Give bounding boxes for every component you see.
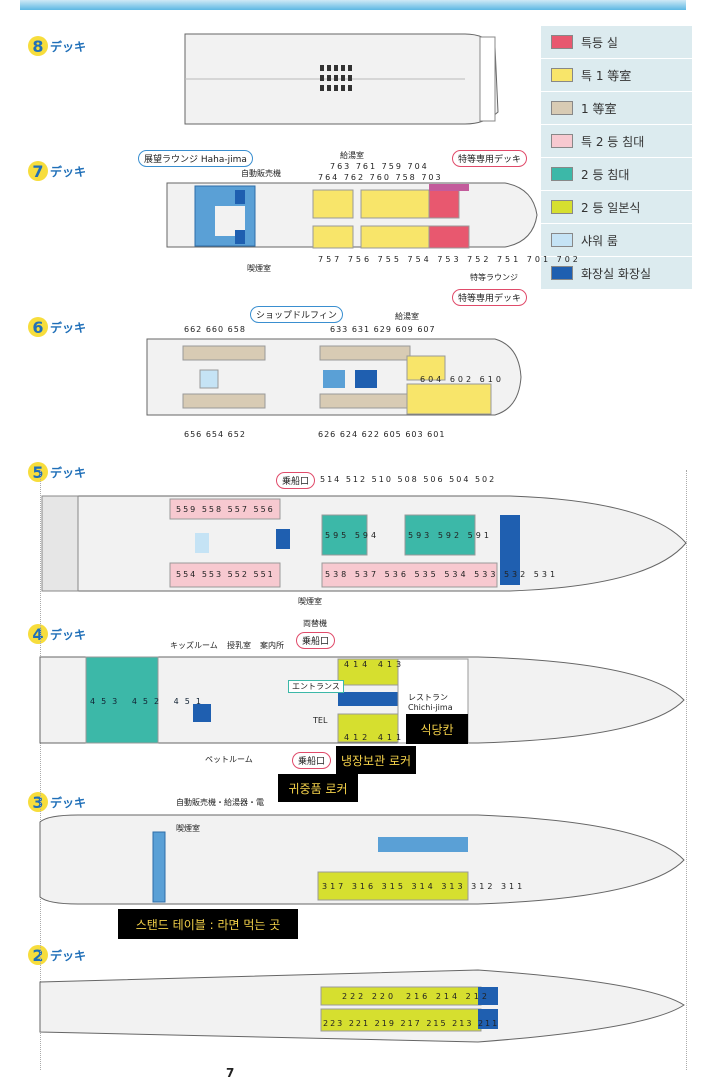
entrance-label: エントランス	[288, 680, 344, 693]
deck4-teal-rooms: 453 452 451	[90, 697, 207, 706]
vending-label: 自動販売機	[241, 169, 281, 178]
special-lounge-label: 特等ラウンジ	[470, 273, 518, 282]
smoking-label: 喫煙室	[247, 264, 271, 273]
kids-label: キッズルーム	[170, 641, 218, 650]
deck7-top-rooms: 763 761 759 704	[330, 162, 429, 171]
page-mark: 7	[226, 1066, 235, 1080]
deck-6-plan	[146, 338, 522, 416]
valuables-locker-label: 귀중품 로커	[278, 774, 358, 802]
legend-item: 1 等室	[541, 92, 692, 125]
lounge-label: 展望ラウンジ Haha-jima	[138, 150, 253, 167]
smoking-3-label: 喫煙室	[176, 824, 200, 833]
deck2-bottom-rooms: 223 221 219 217 215 213 211	[323, 1019, 500, 1028]
deck5-pink-top: 559 558 557 556	[176, 505, 275, 514]
deck-2-plan	[39, 969, 685, 1043]
deck4-rooms-bottom: 412 411	[344, 733, 406, 742]
restaurant-label: レストラン	[408, 693, 448, 702]
deck-4-plan	[39, 656, 685, 744]
guide-line	[686, 470, 687, 1070]
deck6-top-rooms-2: 633 631 629 609 607	[330, 325, 436, 334]
deck4-rooms-top: 414 413	[344, 660, 406, 669]
legend-item: 특 1 等室	[541, 59, 692, 92]
legend-item: 샤워 룸	[541, 224, 692, 257]
legend-swatch	[551, 200, 573, 214]
nursing-label: 授乳室	[227, 641, 251, 650]
deck-5-plan	[41, 495, 687, 592]
deck5-teal-2: 593 592 591	[408, 531, 492, 540]
deck6-inner-rooms: 604 602 610	[420, 375, 504, 384]
info-label: 案内所	[260, 641, 284, 650]
legend-item: 특 2 등 침대	[541, 125, 692, 158]
special-deck-label: 特等専用デッキ	[452, 150, 528, 167]
legend-item: 2 등 일본식	[541, 191, 692, 224]
shop-label: ショップドルフィン	[250, 306, 343, 323]
legend-swatch	[551, 167, 573, 181]
legend-swatch	[551, 134, 573, 148]
deck6-top-rooms: 662 660 658	[184, 325, 246, 334]
deck7-bottom-rooms: 757 756 755 754 753 752 751 701 702	[318, 255, 581, 264]
dining-label: 식당칸	[406, 714, 468, 744]
guide-line	[40, 470, 41, 1070]
deck-7-plan	[166, 182, 538, 249]
restaurant-name-label: Chichi-jima	[408, 703, 453, 712]
deck2-top-rooms-2: 216 214 212	[406, 992, 490, 1001]
deck5-upper-nums: 514 512 510 508 506 504 502	[320, 475, 497, 484]
legend-item: 화장실 화장실	[541, 257, 692, 290]
deck-8-plan	[184, 33, 499, 125]
deck5-pink-bottom: 554 553 552 551	[176, 570, 275, 579]
header-bar	[20, 0, 686, 10]
deck6-bottom-rooms: 656 654 652	[184, 430, 246, 439]
legend-swatch	[551, 233, 573, 247]
fridge-locker-label: 냉장보관 로커	[336, 746, 416, 774]
vending-3-label: 自動販売機・給湯器・電	[176, 798, 264, 807]
boarding-4-label: 乗船口	[296, 632, 336, 649]
legend-swatch	[551, 35, 573, 49]
pet-room-label: ペットルーム	[205, 755, 253, 764]
deck3-rooms: 317 316 315 314 313 312 311	[322, 882, 526, 891]
legend: 특등 실 특 1 等室 1 等室 특 2 등 침대 2 등 침대 2 등 일본식…	[541, 26, 692, 290]
boarding-4b-label: 乗船口	[292, 752, 332, 769]
smoking-5-label: 喫煙室	[298, 597, 322, 606]
deck6-bottom-rooms-2: 626 624 622 605 603 601	[318, 430, 446, 439]
deck7-top-rooms-2: 764 762 760 758 703	[318, 173, 443, 182]
kyutou-label: 給湯室	[340, 151, 364, 160]
deck-3-plan	[39, 814, 685, 905]
legend-item: 2 등 침대	[541, 158, 692, 191]
exchange-label: 両替機	[303, 619, 327, 628]
legend-swatch	[551, 266, 573, 280]
special-deck-label-2: 特等専用デッキ	[452, 289, 528, 306]
kyutou-6-label: 給湯室	[395, 312, 419, 321]
legend-swatch	[551, 68, 573, 82]
deck2-top-rooms: 222 220	[342, 992, 397, 1001]
legend-swatch	[551, 101, 573, 115]
stand-table-label: 스탠드 테이블 : 라면 먹는 곳	[118, 909, 298, 939]
deck5-pink-right: 538 537 536 535 534 533 532 531	[325, 570, 559, 579]
boarding-5-label: 乗船口	[276, 472, 316, 489]
tel-label: TEL	[313, 716, 328, 725]
deck5-teal: 595 594	[325, 531, 380, 540]
legend-item: 특등 실	[541, 26, 692, 59]
